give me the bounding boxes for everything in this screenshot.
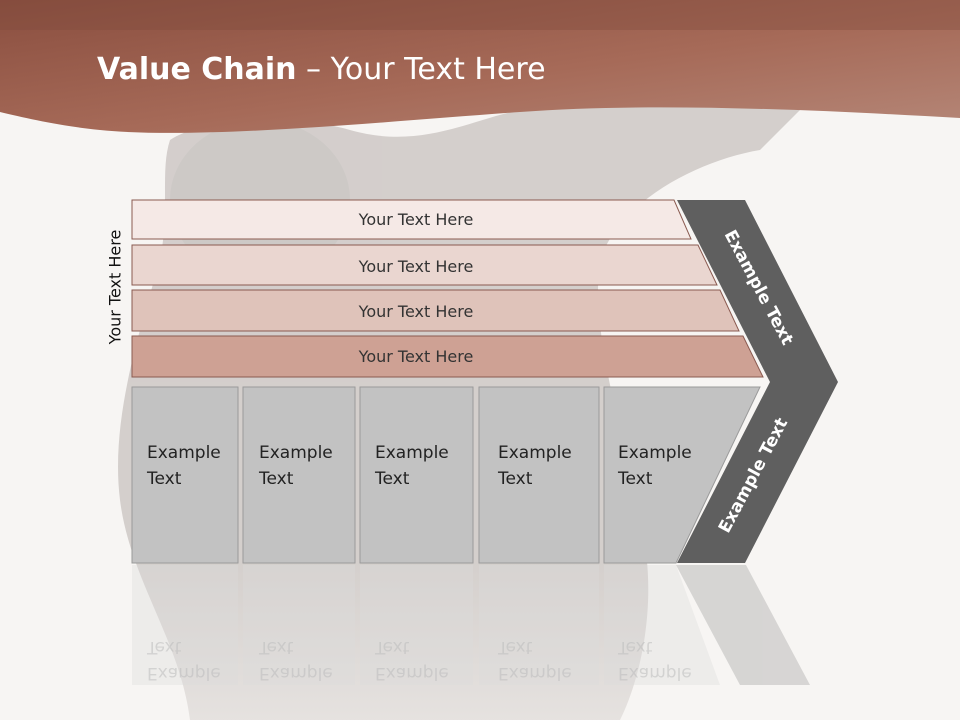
slide-title-bold: Value Chain (97, 52, 297, 87)
column-1-reflection: Example Text (147, 634, 221, 686)
column-5-reflection-line2: Text (618, 637, 653, 657)
column-reflection (243, 565, 355, 685)
band-4-label: Your Text Here (358, 347, 474, 366)
column-reflection (132, 565, 238, 685)
column-2-line2: Text (259, 469, 294, 489)
chevron-reflection (676, 565, 810, 685)
activity-column-2 (242, 386, 356, 564)
columns-reflection (132, 565, 810, 685)
column-5-line2: Text (618, 469, 653, 489)
column-2-reflection-line2: Text (259, 637, 294, 657)
activity-column-4 (478, 386, 600, 564)
column-1-label: Example Text (147, 440, 221, 492)
column-4-reflection-line2: Text (498, 637, 533, 657)
column-3-line2: Text (375, 469, 410, 489)
column-2-line1: Example (259, 443, 333, 463)
column-3-reflection: Example Text (375, 634, 449, 686)
column-3-reflection-line1: Example (375, 663, 449, 683)
column-3-reflection-line2: Text (375, 637, 410, 657)
column-2-label: Example Text (259, 440, 333, 492)
slide-title-rest: – Your Text Here (296, 52, 546, 87)
column-4-line1: Example (498, 443, 572, 463)
column-2-reflection: Example Text (259, 634, 333, 686)
column-5-reflection-line1: Example (618, 663, 692, 683)
header-wave (0, 0, 960, 133)
column-1-line1: Example (147, 443, 221, 463)
column-4-reflection: Example Text (498, 634, 572, 686)
column-3-label: Example Text (375, 440, 449, 492)
activity-column-5 (603, 386, 761, 564)
column-5-line1: Example (618, 443, 692, 463)
slide-title: Value Chain – Your Text Here (97, 52, 546, 87)
column-3-line1: Example (375, 443, 449, 463)
band-2-label: Your Text Here (358, 257, 474, 276)
activity-column-1 (131, 386, 239, 564)
chevron-arrow (677, 200, 838, 563)
band-3-label: Your Text Here (358, 302, 474, 321)
band-4 (131, 335, 764, 378)
column-reflection (360, 565, 473, 685)
column-reflection (604, 565, 720, 685)
column-4-line2: Text (498, 469, 533, 489)
column-reflection (479, 565, 599, 685)
column-1-reflection-line1: Example (147, 663, 221, 683)
band-1-label: Your Text Here (358, 210, 474, 229)
band-2 (131, 244, 718, 286)
column-2-reflection-line1: Example (259, 663, 333, 683)
column-1-line2: Text (147, 469, 182, 489)
column-4-reflection-line1: Example (498, 663, 572, 683)
column-5-label: Example Text (618, 440, 692, 492)
column-4-label: Example Text (498, 440, 572, 492)
activity-column-3 (359, 386, 474, 564)
band-1 (131, 199, 692, 240)
column-5-reflection: Example Text (618, 634, 692, 686)
column-1-reflection-line2: Text (147, 637, 182, 657)
band-3 (131, 289, 740, 332)
